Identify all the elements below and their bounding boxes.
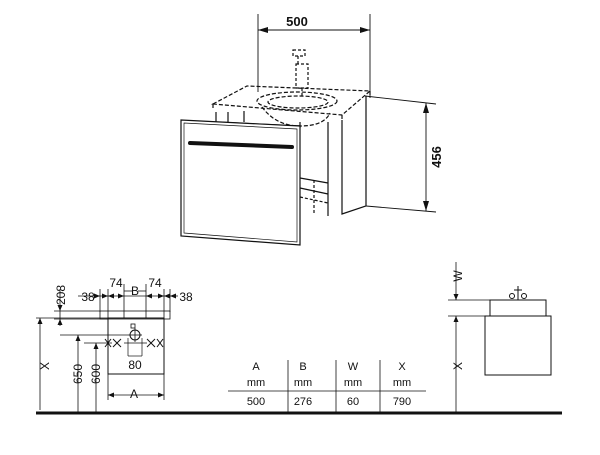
- dim-a-label: A: [130, 387, 138, 401]
- dim-74-right-label: 74: [148, 276, 162, 290]
- width-dimension-500: [257, 14, 371, 98]
- table-value-b: 276: [294, 396, 312, 408]
- height-label: 456: [429, 146, 444, 168]
- dim-x-label: X: [38, 362, 52, 370]
- cabinet-profile: [484, 315, 552, 376]
- height-dimension-456: [364, 95, 437, 213]
- dim-74-left-label: 74: [109, 276, 123, 290]
- side-w-label: W: [451, 270, 465, 282]
- basin-profile: [489, 299, 547, 317]
- dim-80-label: 80: [128, 358, 142, 372]
- table-header-b: B: [299, 361, 306, 373]
- side-view: [448, 262, 552, 412]
- cabinet-outline: [107, 317, 165, 375]
- table-value-a: 500: [247, 396, 265, 408]
- faucet: [292, 49, 309, 96]
- table-header-x: X: [398, 361, 406, 373]
- table-unit-a: mm: [247, 377, 265, 389]
- drawer-handle: [188, 141, 294, 149]
- dimension-table: A B W X mm mm mm mm 500 276 60 790: [228, 360, 426, 412]
- table-unit-w: mm: [344, 377, 362, 389]
- table-unit-b: mm: [294, 377, 312, 389]
- dim-38-left-label: 38: [81, 290, 95, 304]
- table-value-x: 790: [393, 396, 411, 408]
- width-label: 500: [286, 14, 308, 29]
- dim-650-label: 650: [71, 364, 85, 384]
- dim-b-label: B: [131, 284, 139, 298]
- dim-38-right-label: 38: [179, 290, 193, 304]
- drawer-front: [180, 119, 301, 246]
- table-header-w: W: [348, 361, 359, 373]
- dim-208-label: 208: [54, 285, 68, 305]
- side-x-label: X: [451, 362, 465, 370]
- side-faucet: [509, 286, 527, 300]
- table-value-w: 60: [347, 396, 359, 408]
- basin-top: [210, 85, 372, 127]
- table-unit-x: mm: [393, 377, 411, 389]
- dim-600-label: 600: [89, 364, 103, 384]
- pipe-connections: [60, 323, 164, 356]
- isometric-vanity-view: [180, 14, 437, 246]
- table-header-a: A: [252, 361, 260, 373]
- wall-plan-view: [36, 284, 178, 412]
